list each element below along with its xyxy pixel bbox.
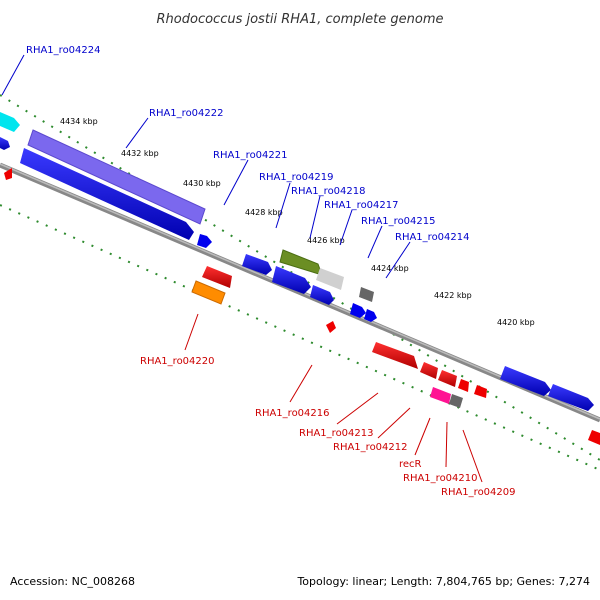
gene-label-top[interactable]: RHA1_ro04214 [395,232,470,243]
gene-label-bottom[interactable]: RHA1_ro04216 [255,408,330,419]
gene-label-bottom[interactable]: RHA1_ro04212 [333,442,408,453]
gene-label-top[interactable]: RHA1_ro04217 [324,200,399,211]
map-title: Rhodococcus jostii RHA1, complete genome [157,12,444,27]
gene-blue-4219[interactable] [272,266,311,294]
gene-red-4216[interactable] [372,342,418,369]
gene-orange[interactable] [191,280,226,305]
topology-text: Topology: linear; Length: 7,804,765 bp; … [296,575,590,588]
kbp-label: 4420 kbp [497,318,535,327]
kbp-label: 4432 kbp [121,149,159,158]
kbp-label: 4426 kbp [307,236,345,245]
gene-label-top[interactable]: RHA1_ro04221 [213,150,288,161]
gene-blue-left[interactable] [0,137,10,150]
gene-cyan[interactable] [0,112,20,132]
gene-label-bottom[interactable]: RHA1_ro04209 [441,487,516,498]
gene-blue-4215[interactable] [350,303,377,322]
gene-blue-right-1[interactable] [500,366,551,396]
gene-label-top[interactable]: RHA1_ro04222 [149,108,224,119]
gene-red-small[interactable] [326,321,336,333]
gene-red-right-edge[interactable] [588,430,600,445]
kbp-label: 4434 kbp [60,117,98,126]
gene-label-top[interactable]: RHA1_ro04219 [259,172,334,183]
gene-blue-4221[interactable] [242,254,272,275]
gene-label-top[interactable]: RHA1_ro04218 [291,186,366,197]
gene-blue-long[interactable] [20,148,194,240]
leader-lines-bottom [184,313,483,483]
gene-label-top[interactable]: RHA1_ro04224 [26,45,101,56]
kbp-label: 4424 kbp [371,264,409,273]
gene-blue-right-2[interactable] [548,384,594,411]
gene-blue-small-arrow[interactable] [197,234,212,248]
gene-label-bottom[interactable]: RHA1_ro04213 [299,428,374,439]
gene-label-bottom[interactable]: recR [399,459,422,470]
gene-blue-4217[interactable] [310,285,334,305]
kbp-label: 4428 kbp [245,208,283,217]
accession-text: Accession: NC_008268 [10,575,135,588]
gene-pink[interactable] [430,387,451,404]
gene-label-bottom[interactable]: RHA1_ro04210 [403,473,478,484]
gene-red-left[interactable] [4,168,12,180]
gene-red-4212[interactable] [458,379,487,398]
gene-label-bottom[interactable]: RHA1_ro04220 [140,356,215,367]
gene-gray-light[interactable] [316,268,344,290]
gene-purple[interactable] [27,129,206,225]
kbp-label: 4430 kbp [183,179,221,188]
gene-gray-recR[interactable] [449,394,463,408]
leader-lines-top [1,54,411,279]
gene-red-4213[interactable] [420,362,457,387]
gene-gray-dark[interactable] [359,287,374,302]
gene-red-4220[interactable] [202,266,232,288]
gene-label-top[interactable]: RHA1_ro04215 [361,216,436,227]
kbp-label: 4422 kbp [434,291,472,300]
